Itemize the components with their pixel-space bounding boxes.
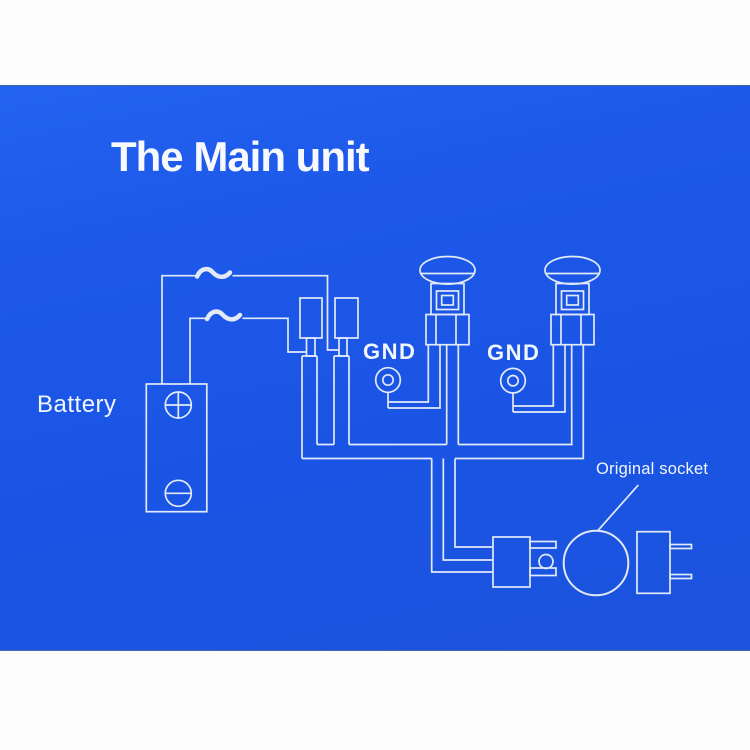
horn-1-face-outer — [435, 290, 460, 311]
connector-bar-top — [529, 540, 557, 549]
blue-card — [0, 85, 750, 651]
battery-body — [145, 383, 208, 513]
connector-round-terminal — [538, 553, 554, 570]
socket-leader-line — [596, 484, 639, 532]
plug-prong-bottom — [669, 573, 693, 580]
gnd-2-ring-inner — [506, 374, 520, 387]
channel-1 — [301, 355, 318, 459]
battery-plus-cross — [165, 392, 191, 418]
battery-label: Battery — [37, 391, 117, 418]
socket-drop-outer — [430, 458, 493, 573]
fuse-holder-1-stem — [305, 337, 316, 357]
horn-1-face-inner — [440, 294, 455, 306]
channel-2 — [333, 355, 350, 445]
horn-1-right-wire — [445, 344, 460, 445]
gnd-1-ring-inner — [381, 373, 395, 387]
plug-prong-top — [669, 543, 693, 550]
gnd-1-ring-outer — [374, 366, 402, 394]
wire-battery-plus — [161, 274, 339, 384]
horn-2-base-dividers — [560, 314, 582, 345]
fuse-holder-2-stem — [338, 337, 348, 357]
bus-bottom — [302, 344, 585, 460]
fuse-holder-1-body — [299, 297, 323, 339]
gnd-right-label: GND — [487, 340, 541, 365]
bus-top — [349, 344, 573, 446]
socket-circle — [562, 529, 630, 597]
wire-battery-second — [189, 317, 307, 384]
socket-drop-mid — [442, 458, 493, 561]
horn-2-face-outer — [560, 290, 585, 311]
fuse-holder-2-body — [334, 297, 359, 339]
gnd-left-label: GND — [363, 339, 417, 364]
horn-2-face-inner — [565, 294, 580, 306]
horn-1-dome — [419, 255, 476, 285]
horn-1-base-dividers — [435, 314, 457, 345]
battery-plus-terminal — [164, 391, 193, 419]
horn-1-left-wire — [388, 344, 441, 409]
battery-minus-terminal — [164, 479, 193, 508]
socket-drop-inner — [454, 458, 493, 548]
original-socket-label: Original socket — [596, 460, 709, 478]
plug-body — [636, 530, 671, 595]
page-title: The Main unit — [111, 133, 370, 180]
connector-bar-bottom — [529, 567, 557, 577]
connector-block — [492, 536, 531, 588]
horn-2-left-wire — [513, 344, 566, 413]
horn-2-base — [550, 313, 595, 346]
gnd-2-ring-outer — [499, 367, 527, 394]
horn-2-dome — [544, 255, 601, 285]
fuse-squiggle-1 — [194, 266, 233, 280]
fuse-squiggle-2 — [204, 309, 243, 322]
horn-1-base — [425, 313, 470, 346]
